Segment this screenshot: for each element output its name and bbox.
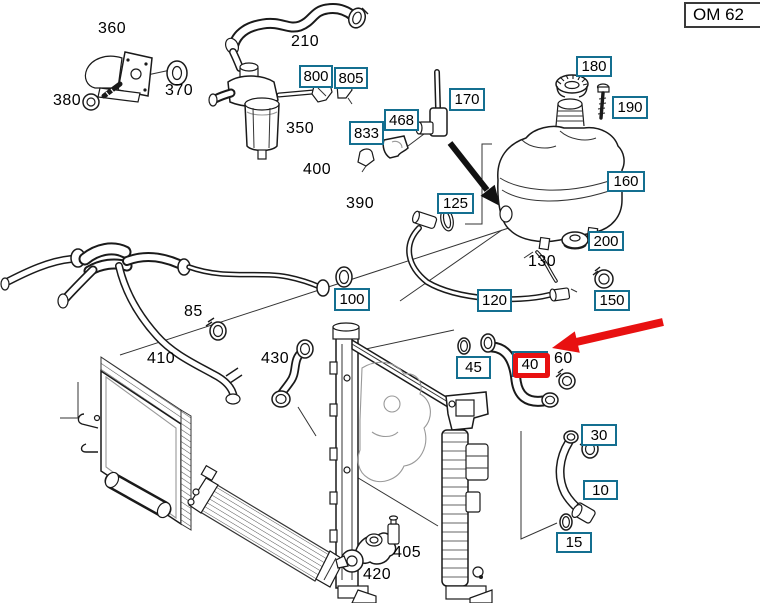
part-callout-10[interactable]: 10 [583, 480, 618, 500]
pump-350-drawing [208, 52, 313, 160]
bottle-405-drawing [387, 515, 400, 545]
radiator-drawing [329, 322, 493, 603]
part-label-400: 400 [303, 161, 332, 178]
part-label-60: 60 [554, 350, 573, 367]
part-callout-160[interactable]: 160 [607, 171, 645, 192]
part-callout-100[interactable]: 100 [334, 288, 370, 311]
housing-468-drawing [382, 135, 409, 159]
part-callout-30[interactable]: 30 [581, 424, 617, 446]
cap-180-drawing [555, 74, 589, 98]
part-label-85: 85 [184, 303, 203, 320]
vent-valve-170-drawing [415, 72, 448, 137]
red-arrow [552, 318, 664, 353]
bracket-360-drawing [82, 51, 188, 111]
intercooler-drawing [187, 464, 345, 588]
screw-190-drawing [596, 83, 610, 120]
clamp-150-drawing [592, 266, 614, 289]
part-callout-468[interactable]: 468 [384, 109, 419, 131]
condenser-410-drawing [77, 356, 192, 531]
y-hose-assembly-drawing [0, 249, 320, 405]
part-callout-125[interactable]: 125 [437, 193, 474, 214]
hose-210-drawing [224, 6, 369, 55]
part-label-430: 430 [261, 350, 290, 367]
part-callout-150[interactable]: 150 [594, 290, 630, 311]
part-label-420: 420 [363, 566, 392, 583]
vent-hose-120-drawing [409, 210, 578, 301]
hose-40-drawing [480, 333, 559, 408]
engine-code-plate: OM 62 [684, 2, 760, 28]
part-callout-805[interactable]: 805 [334, 67, 368, 89]
part-callout-120[interactable]: 120 [477, 289, 512, 312]
part-label-405: 405 [393, 544, 422, 561]
part-label-370: 370 [165, 82, 194, 99]
part-callout-800[interactable]: 800 [299, 65, 333, 88]
engine-code-text: OM 62 [693, 5, 745, 24]
part-label-360: 360 [98, 20, 127, 37]
connector-100-drawing [316, 266, 353, 297]
clamp-85-drawing [205, 317, 227, 341]
part-label-410: 410 [147, 350, 176, 367]
part-label-210: 210 [291, 33, 320, 50]
clamp-60-drawing [555, 368, 576, 390]
oring-125-drawing [440, 208, 454, 232]
part-callout-170[interactable]: 170 [449, 88, 485, 111]
part-callout-190[interactable]: 190 [612, 96, 648, 119]
part-callout-15[interactable]: 15 [556, 532, 592, 553]
part-callout-833[interactable]: 833 [349, 121, 384, 145]
oring-45-drawing [457, 337, 471, 355]
part-label-390: 390 [346, 195, 375, 212]
grommet-200-drawing [561, 231, 589, 250]
part-label-350: 350 [286, 120, 315, 137]
hose-10-drawing [560, 430, 596, 524]
expansion-tank-160-drawing [497, 98, 625, 251]
highlight-box-part-40 [513, 353, 550, 378]
part-callout-45[interactable]: 45 [456, 356, 491, 379]
part-callout-200[interactable]: 200 [588, 231, 624, 251]
clamp-15-drawing [559, 513, 573, 531]
hose-430-drawing [271, 339, 314, 408]
part-label-130: 130 [528, 253, 557, 270]
black-arrow [447, 141, 500, 206]
part-callout-180[interactable]: 180 [576, 56, 612, 77]
part-label-380: 380 [53, 92, 82, 109]
clip-833-drawing [357, 148, 375, 173]
thermostat-420-drawing [335, 532, 397, 573]
